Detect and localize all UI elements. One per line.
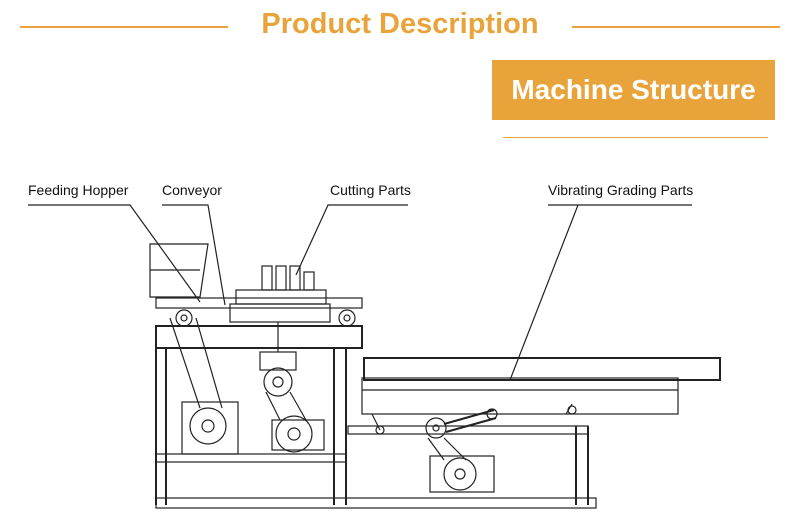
leader-lines xyxy=(28,204,692,381)
label-conveyor: Conveyor xyxy=(162,182,222,198)
vibrating-grading-shape xyxy=(347,357,721,505)
cutter-drive-shape xyxy=(259,351,325,453)
grading-drive-shape xyxy=(425,408,498,493)
label-feeding-hopper: Feeding Hopper xyxy=(28,182,129,198)
cutting-parts-shape xyxy=(235,265,327,352)
section-title: Machine Structure xyxy=(492,60,775,120)
main-frame xyxy=(155,325,597,509)
label-cutting-parts: Cutting Parts xyxy=(330,182,411,198)
conveyor-shape xyxy=(155,297,363,327)
section-underline xyxy=(503,137,768,138)
header-rule-left xyxy=(20,26,228,28)
left-motor-shape xyxy=(169,317,239,455)
header-rule-right xyxy=(572,26,780,28)
label-vibrating-grading-parts: Vibrating Grading Parts xyxy=(548,182,694,198)
page-title: Product Description xyxy=(261,8,539,40)
feeding-hopper-shape xyxy=(149,243,209,298)
